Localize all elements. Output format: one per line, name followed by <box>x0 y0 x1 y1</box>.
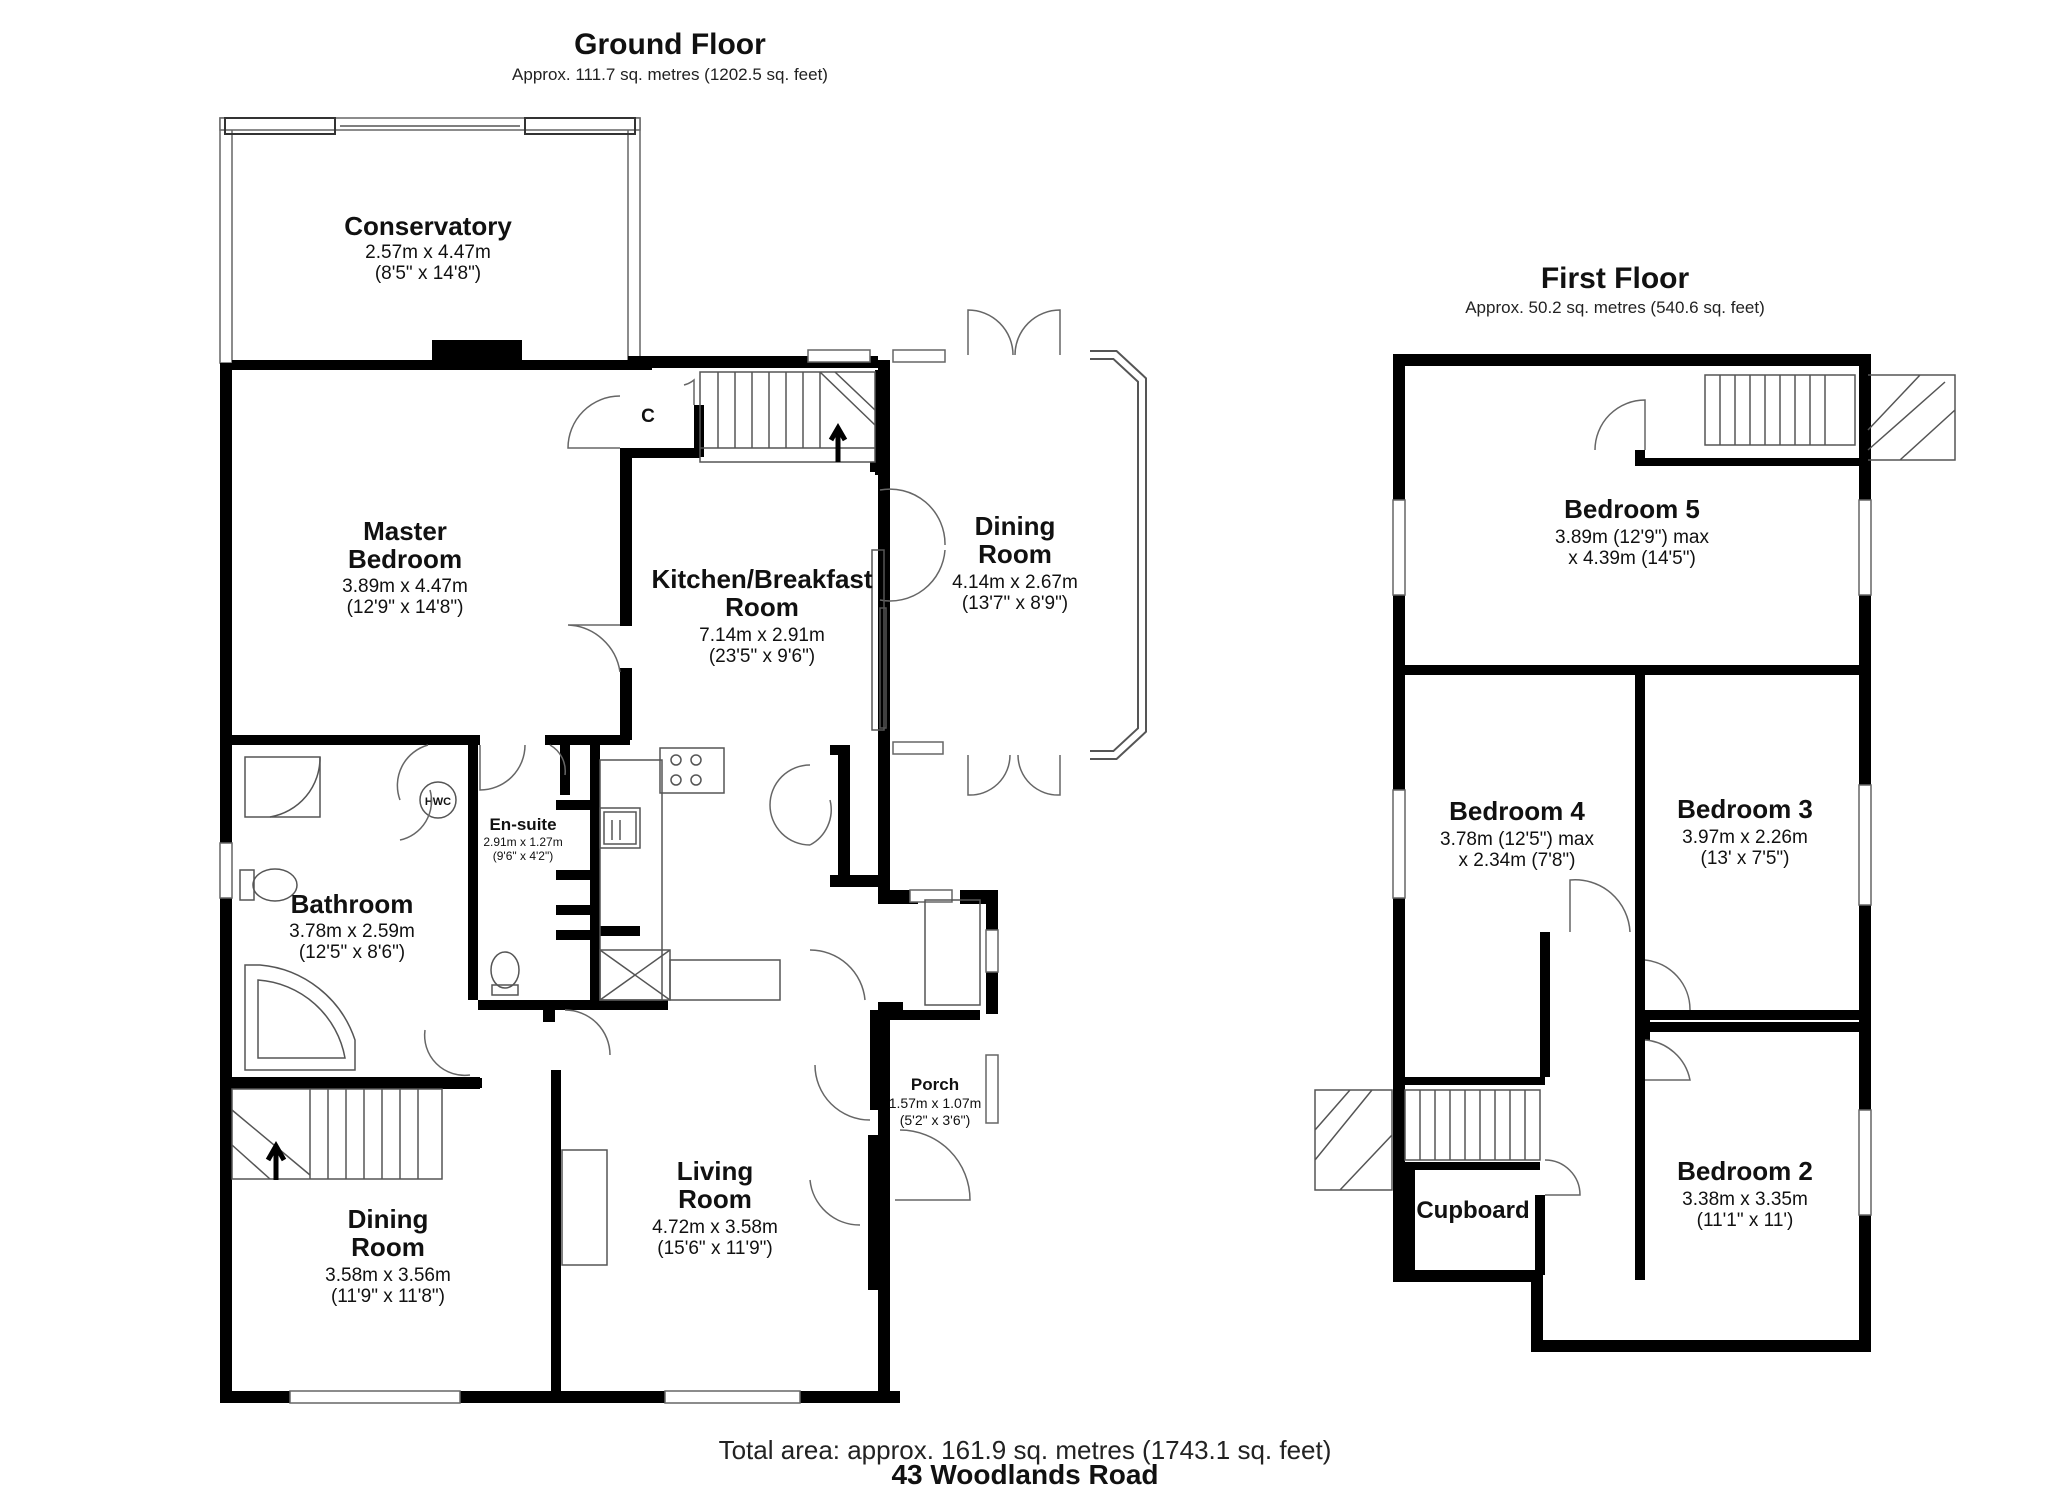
ground-floor-interior-walls <box>232 370 981 1403</box>
room-dim-m: 4.72m x 3.58m <box>652 1217 778 1238</box>
room-master-bedroom: Master Bedroom 3.89m x 4.47m (12'9" x 14… <box>342 516 468 618</box>
first-floor-windows <box>1392 499 1872 1216</box>
ground-floor-plan: HWC <box>219 117 1147 1404</box>
porch-window <box>985 1054 999 1124</box>
room-name: Bedroom 4 <box>1449 796 1585 826</box>
room-dim-m: 3.89m (12'9") max <box>1555 527 1709 548</box>
cupboard-c-label: C <box>641 406 655 427</box>
room-name: Bedroom 5 <box>1564 494 1700 524</box>
first-floor-stairs-bottom <box>1314 1089 1541 1191</box>
ground-floor-area: Approx. 111.7 sq. metres (1202.5 sq. fee… <box>512 65 828 84</box>
ground-floor-doors <box>396 488 971 1226</box>
side-window <box>985 929 999 973</box>
room-dining-room-2: Dining Room 3.58m x 3.56m (11'9" x 11'8"… <box>325 1204 451 1307</box>
room-dim-ft: x 4.39m (14'5") <box>1568 548 1696 569</box>
stairs-up-arrow-icon <box>828 423 848 462</box>
first-floor-stairs-top <box>1594 374 1956 461</box>
hwc-label: HWC <box>425 796 451 808</box>
kitchen-stairs <box>699 371 876 463</box>
room-bedroom-5: Bedroom 5 3.89m (12'9") max x 4.39m (14'… <box>1555 494 1709 569</box>
first-floor-area: Approx. 50.2 sq. metres (540.6 sq. feet) <box>1465 298 1765 317</box>
room-dim-ft: (8'5" x 14'8") <box>375 263 481 284</box>
room-dim-m: 7.14m x 2.91m <box>699 625 825 646</box>
total-area: Total area: approx. 161.9 sq. metres (17… <box>719 1435 1332 1465</box>
room-name-1: Dining <box>975 511 1056 541</box>
room-dim-ft: (15'6" x 11'9") <box>657 1238 772 1259</box>
room-name-1: Living <box>677 1156 754 1186</box>
address: 43 Woodlands Road <box>891 1459 1158 1489</box>
dining-window-top <box>892 349 946 363</box>
room-dim-m: 3.58m x 3.56m <box>325 1265 451 1286</box>
room-dim-ft: (23'5" x 9'6") <box>709 646 815 667</box>
room-dim-ft: x 2.34m (7'8") <box>1458 850 1575 871</box>
room-conservatory: Conservatory 2.57m x 4.47m (8'5" x 14'8"… <box>344 211 512 284</box>
dining-stairs <box>231 1088 443 1180</box>
ground-floor-title: Ground Floor <box>574 28 766 61</box>
living-window <box>664 1390 801 1404</box>
room-name-1: Kitchen/Breakfast <box>651 564 872 594</box>
room-name-1: Dining <box>348 1204 429 1234</box>
room-dim-ft: (12'9" x 14'8") <box>347 597 464 618</box>
room-dim-ft: (11'9" x 11'8") <box>331 1286 445 1307</box>
room-bedroom-3: Bedroom 3 3.97m x 2.26m (13' x 7'5") <box>1677 794 1813 869</box>
room-cupboard: Cupboard <box>1416 1197 1529 1224</box>
room-dim-m: 1.57m x 1.07m <box>889 1095 982 1111</box>
room-dim-ft: (9'6" x 4'2") <box>493 849 553 863</box>
room-bedroom-2: Bedroom 2 3.38m x 3.35m (11'1" x 11') <box>1677 1156 1813 1231</box>
room-dim-m: 3.78m (12'5") max <box>1440 829 1594 850</box>
dining-room-bay <box>892 309 1147 796</box>
kitchen-window <box>807 349 871 363</box>
room-dim-ft: (12'5" x 8'6") <box>299 942 405 963</box>
room-dim-m: 3.38m x 3.35m <box>1682 1189 1808 1210</box>
room-dim-m: 2.91m x 1.27m <box>483 835 562 849</box>
first-floor-title: First Floor <box>1541 262 1690 295</box>
room-name-2: Room <box>351 1232 425 1262</box>
room-living-room: Living Room 4.72m x 3.58m (15'6" x 11'9"… <box>652 1156 778 1259</box>
room-dim-ft: (13'7" x 8'9") <box>962 593 1068 614</box>
room-porch: Porch 1.57m x 1.07m (5'2" x 3'6") <box>889 1075 982 1128</box>
room-bathroom: Bathroom 3.78m x 2.59m (12'5" x 8'6") <box>289 889 415 963</box>
room-name-2: Room <box>725 592 799 622</box>
room-name: Bedroom 3 <box>1677 794 1813 824</box>
room-dim-ft: (5'2" x 3'6") <box>900 1112 971 1128</box>
room-name: Bathroom <box>291 889 414 919</box>
dining-window <box>289 1390 461 1404</box>
room-dim-ft: (11'1" x 11') <box>1697 1210 1794 1231</box>
room-name: Conservatory <box>344 211 512 241</box>
first-floor-interior-walls <box>1405 450 1860 1280</box>
room-dim-m: 3.89m x 4.47m <box>342 576 468 597</box>
ground-floor-outer-walls <box>220 356 998 1403</box>
stairs-up-arrow-icon <box>265 1140 287 1180</box>
room-name: En-suite <box>489 815 556 834</box>
room-dim-m: 3.78m x 2.59m <box>289 921 415 942</box>
room-bedroom-4: Bedroom 4 3.78m (12'5") max x 2.34m (7'8… <box>1440 796 1594 871</box>
first-floor-plan: Bedroom 5 3.89m (12'9") max x 4.39m (14'… <box>1314 354 1956 1352</box>
room-dim-m: 2.57m x 4.47m <box>365 242 491 263</box>
utility-window <box>909 889 953 903</box>
first-floor-doors <box>1544 879 1691 1196</box>
room-ensuite: En-suite 2.91m x 1.27m (9'6" x 4'2") <box>483 815 562 863</box>
room-dim-m: 4.14m x 2.67m <box>952 572 1078 593</box>
room-dim-ft: (13' x 7'5") <box>1701 848 1790 869</box>
room-dining-room-1: Dining Room 4.14m x 2.67m (13'7" x 8'9") <box>952 511 1078 614</box>
room-name: Bedroom 2 <box>1677 1156 1813 1186</box>
room-name-2: Room <box>678 1184 752 1214</box>
room-name-1: Master <box>363 516 447 546</box>
room-dim-m: 3.97m x 2.26m <box>1682 827 1808 848</box>
room-name-2: Room <box>978 539 1052 569</box>
bathroom-window <box>219 842 233 899</box>
room-name: Porch <box>911 1075 959 1094</box>
room-kitchen: Kitchen/Breakfast Room 7.14m x 2.91m (23… <box>651 564 872 667</box>
room-name-2: Bedroom <box>348 544 462 574</box>
